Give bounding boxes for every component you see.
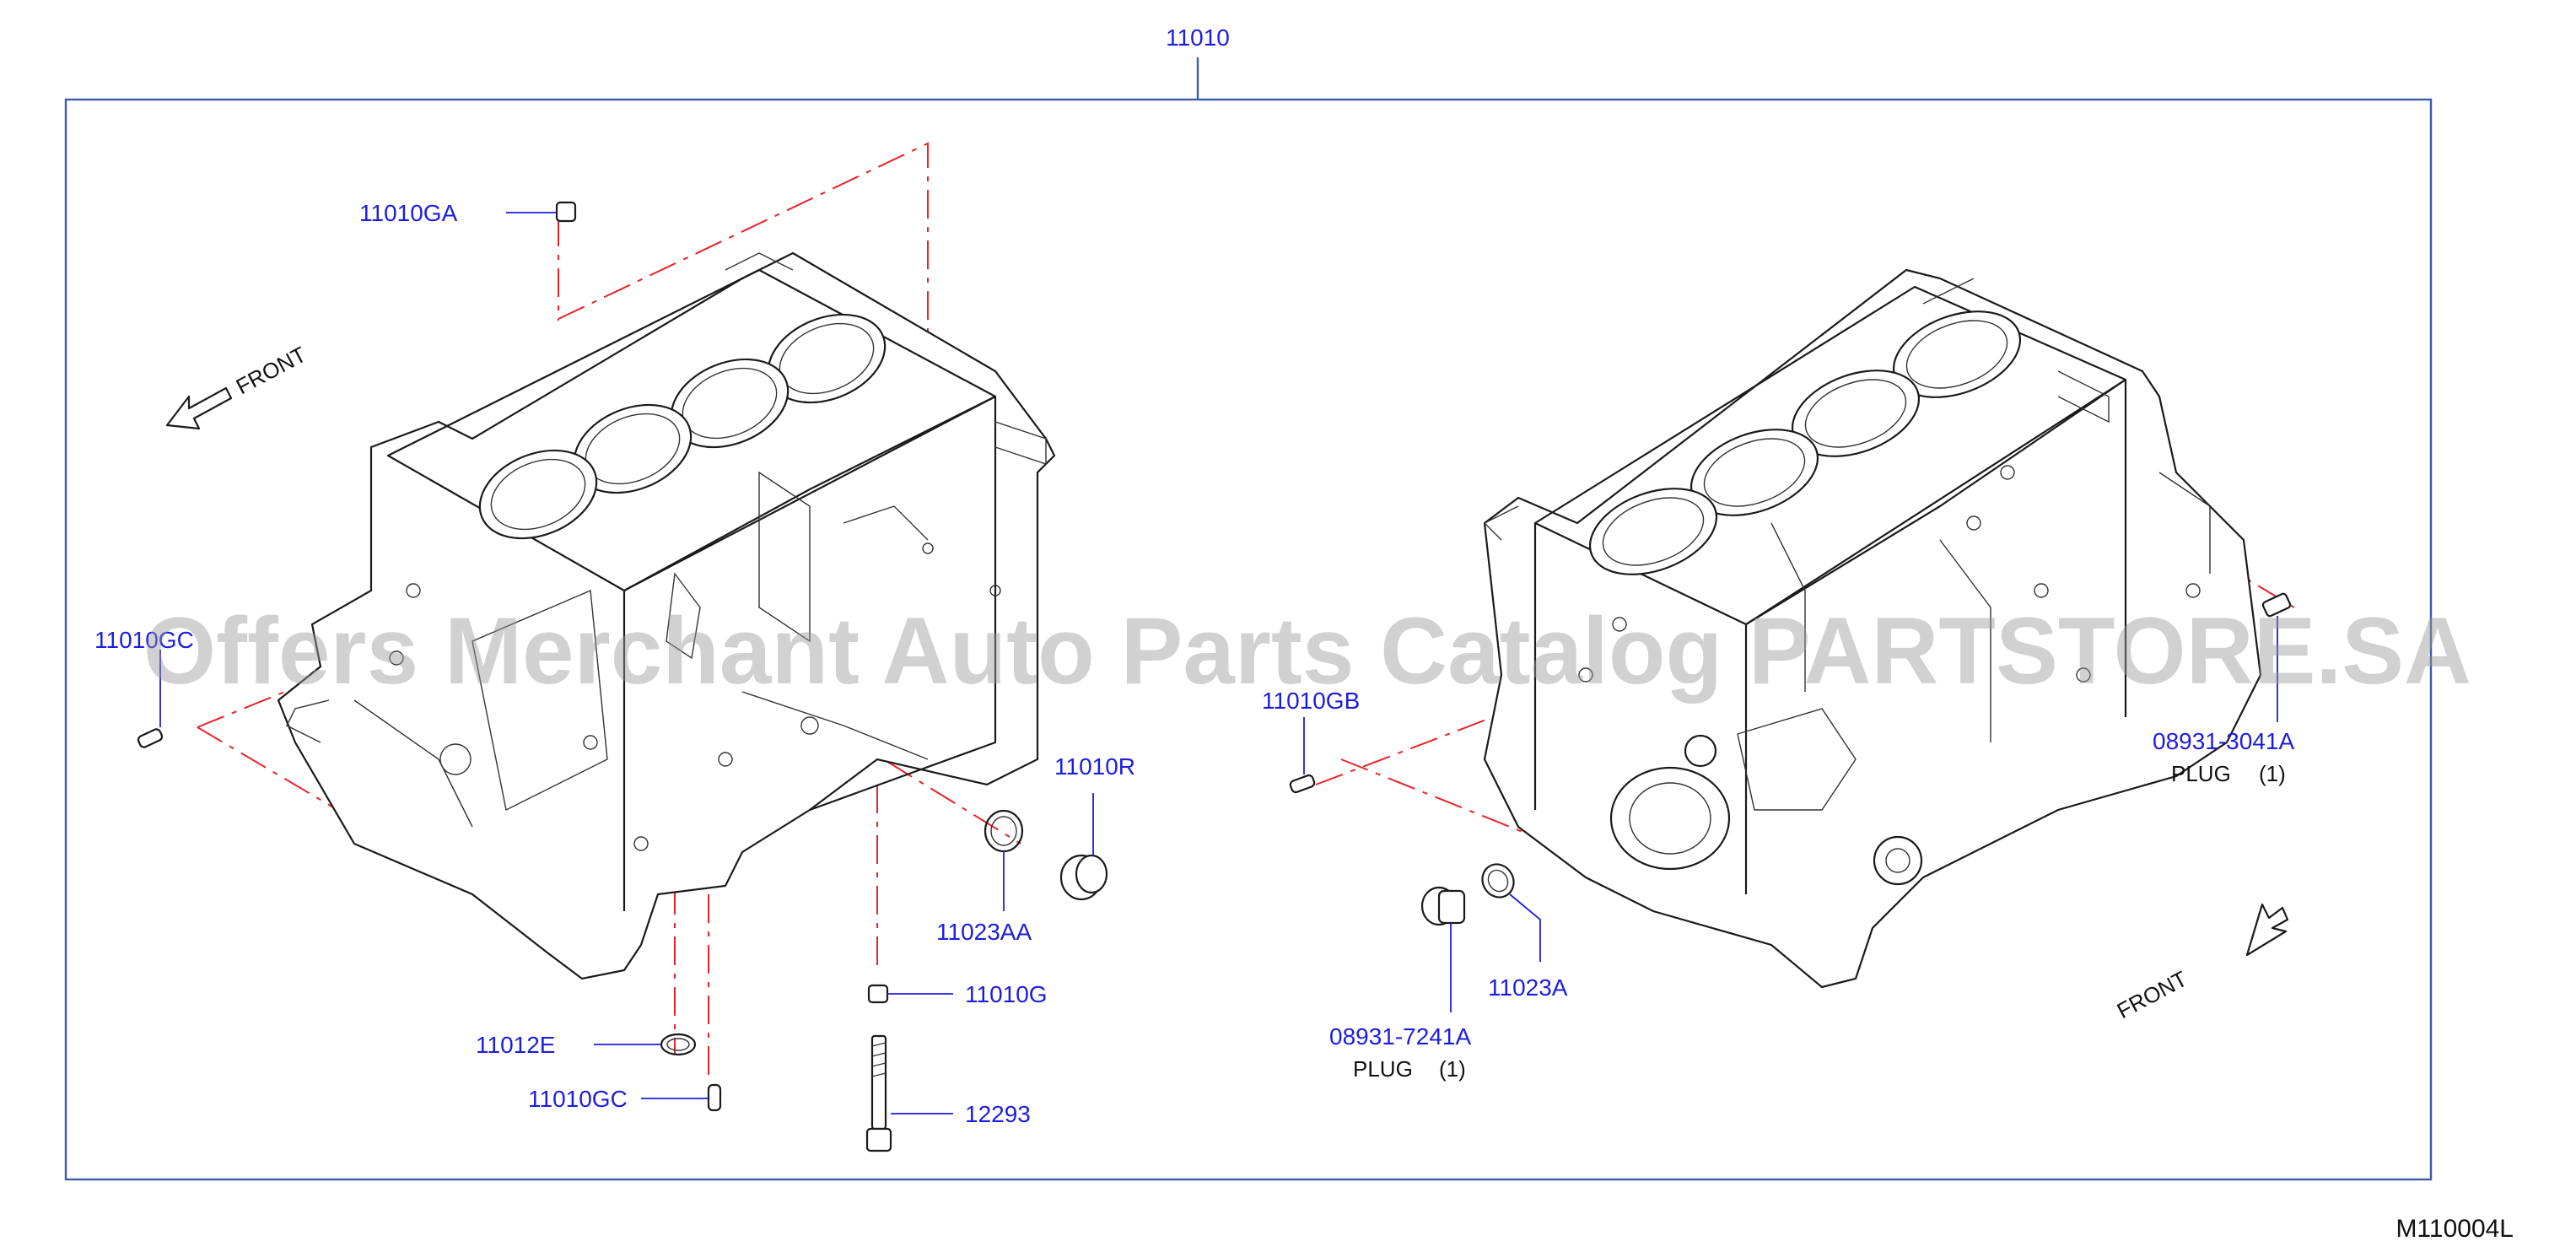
front-label-right: FRONT [2113,966,2191,1024]
callout-11010GB[interactable]: 11010GB [1262,688,1360,714]
front-arrow-left: FRONT [165,342,310,430]
engine-block-right-view [1315,268,2295,989]
oring-11023A [1481,863,1541,962]
callout-11010GA[interactable]: 11010GA [359,200,458,226]
plug-08931-7241A [1420,886,1466,1012]
callout-11010GC-left[interactable]: 11010GC [94,627,194,653]
cylinder-bores-left [478,313,887,540]
watermark: Offers Merchant Auto Parts Catalog PARTS… [143,598,2471,704]
callout-11012E[interactable]: 11012E [476,1032,555,1058]
dowel-11010GC-left [137,650,164,748]
bolt-12293 [865,1034,953,1152]
callout-11023AA[interactable]: 11023AA [936,919,1032,945]
plug-qty-2: (1) [2259,761,2286,786]
oring-11012E [594,1033,697,1056]
dowel-11010GA [506,201,577,223]
plug-11010R [1059,793,1108,901]
drawing-code: M110004L [2395,1215,2514,1243]
plug-label-2: PLUG [2171,761,2231,786]
assembly-frame [64,57,2433,1181]
assembly-number[interactable]: 11010 [1166,24,1230,51]
dowel-11010G [867,984,953,1004]
callout-11010R[interactable]: 11010R [1054,753,1135,780]
callout-08931-3041A[interactable]: 08931-3041A [2153,728,2294,754]
callout-08931-7241A[interactable]: 08931-7241A [1329,1023,1471,1050]
callout-11010G[interactable]: 11010G [965,981,1048,1007]
dowel-11010GC-bottom [641,1083,722,1112]
dowel-11010GB [1289,717,1316,794]
callout-11010GC-bottom[interactable]: 11010GC [528,1086,628,1112]
plug-08931-3041A [2261,592,2292,722]
front-arrow-right: FRONT [2113,903,2289,1024]
front-label-left: FRONT [232,342,310,400]
plug-qty-1: (1) [1439,1056,1466,1082]
plug-label-1: PLUG [1353,1056,1413,1082]
seal-11023AA [984,809,1024,911]
callout-12293[interactable]: 12293 [965,1101,1031,1127]
engine-block-left-view [197,142,1056,1080]
cylinder-bores-right [1588,310,2022,575]
callout-11023A[interactable]: 11023A [1488,974,1568,1001]
